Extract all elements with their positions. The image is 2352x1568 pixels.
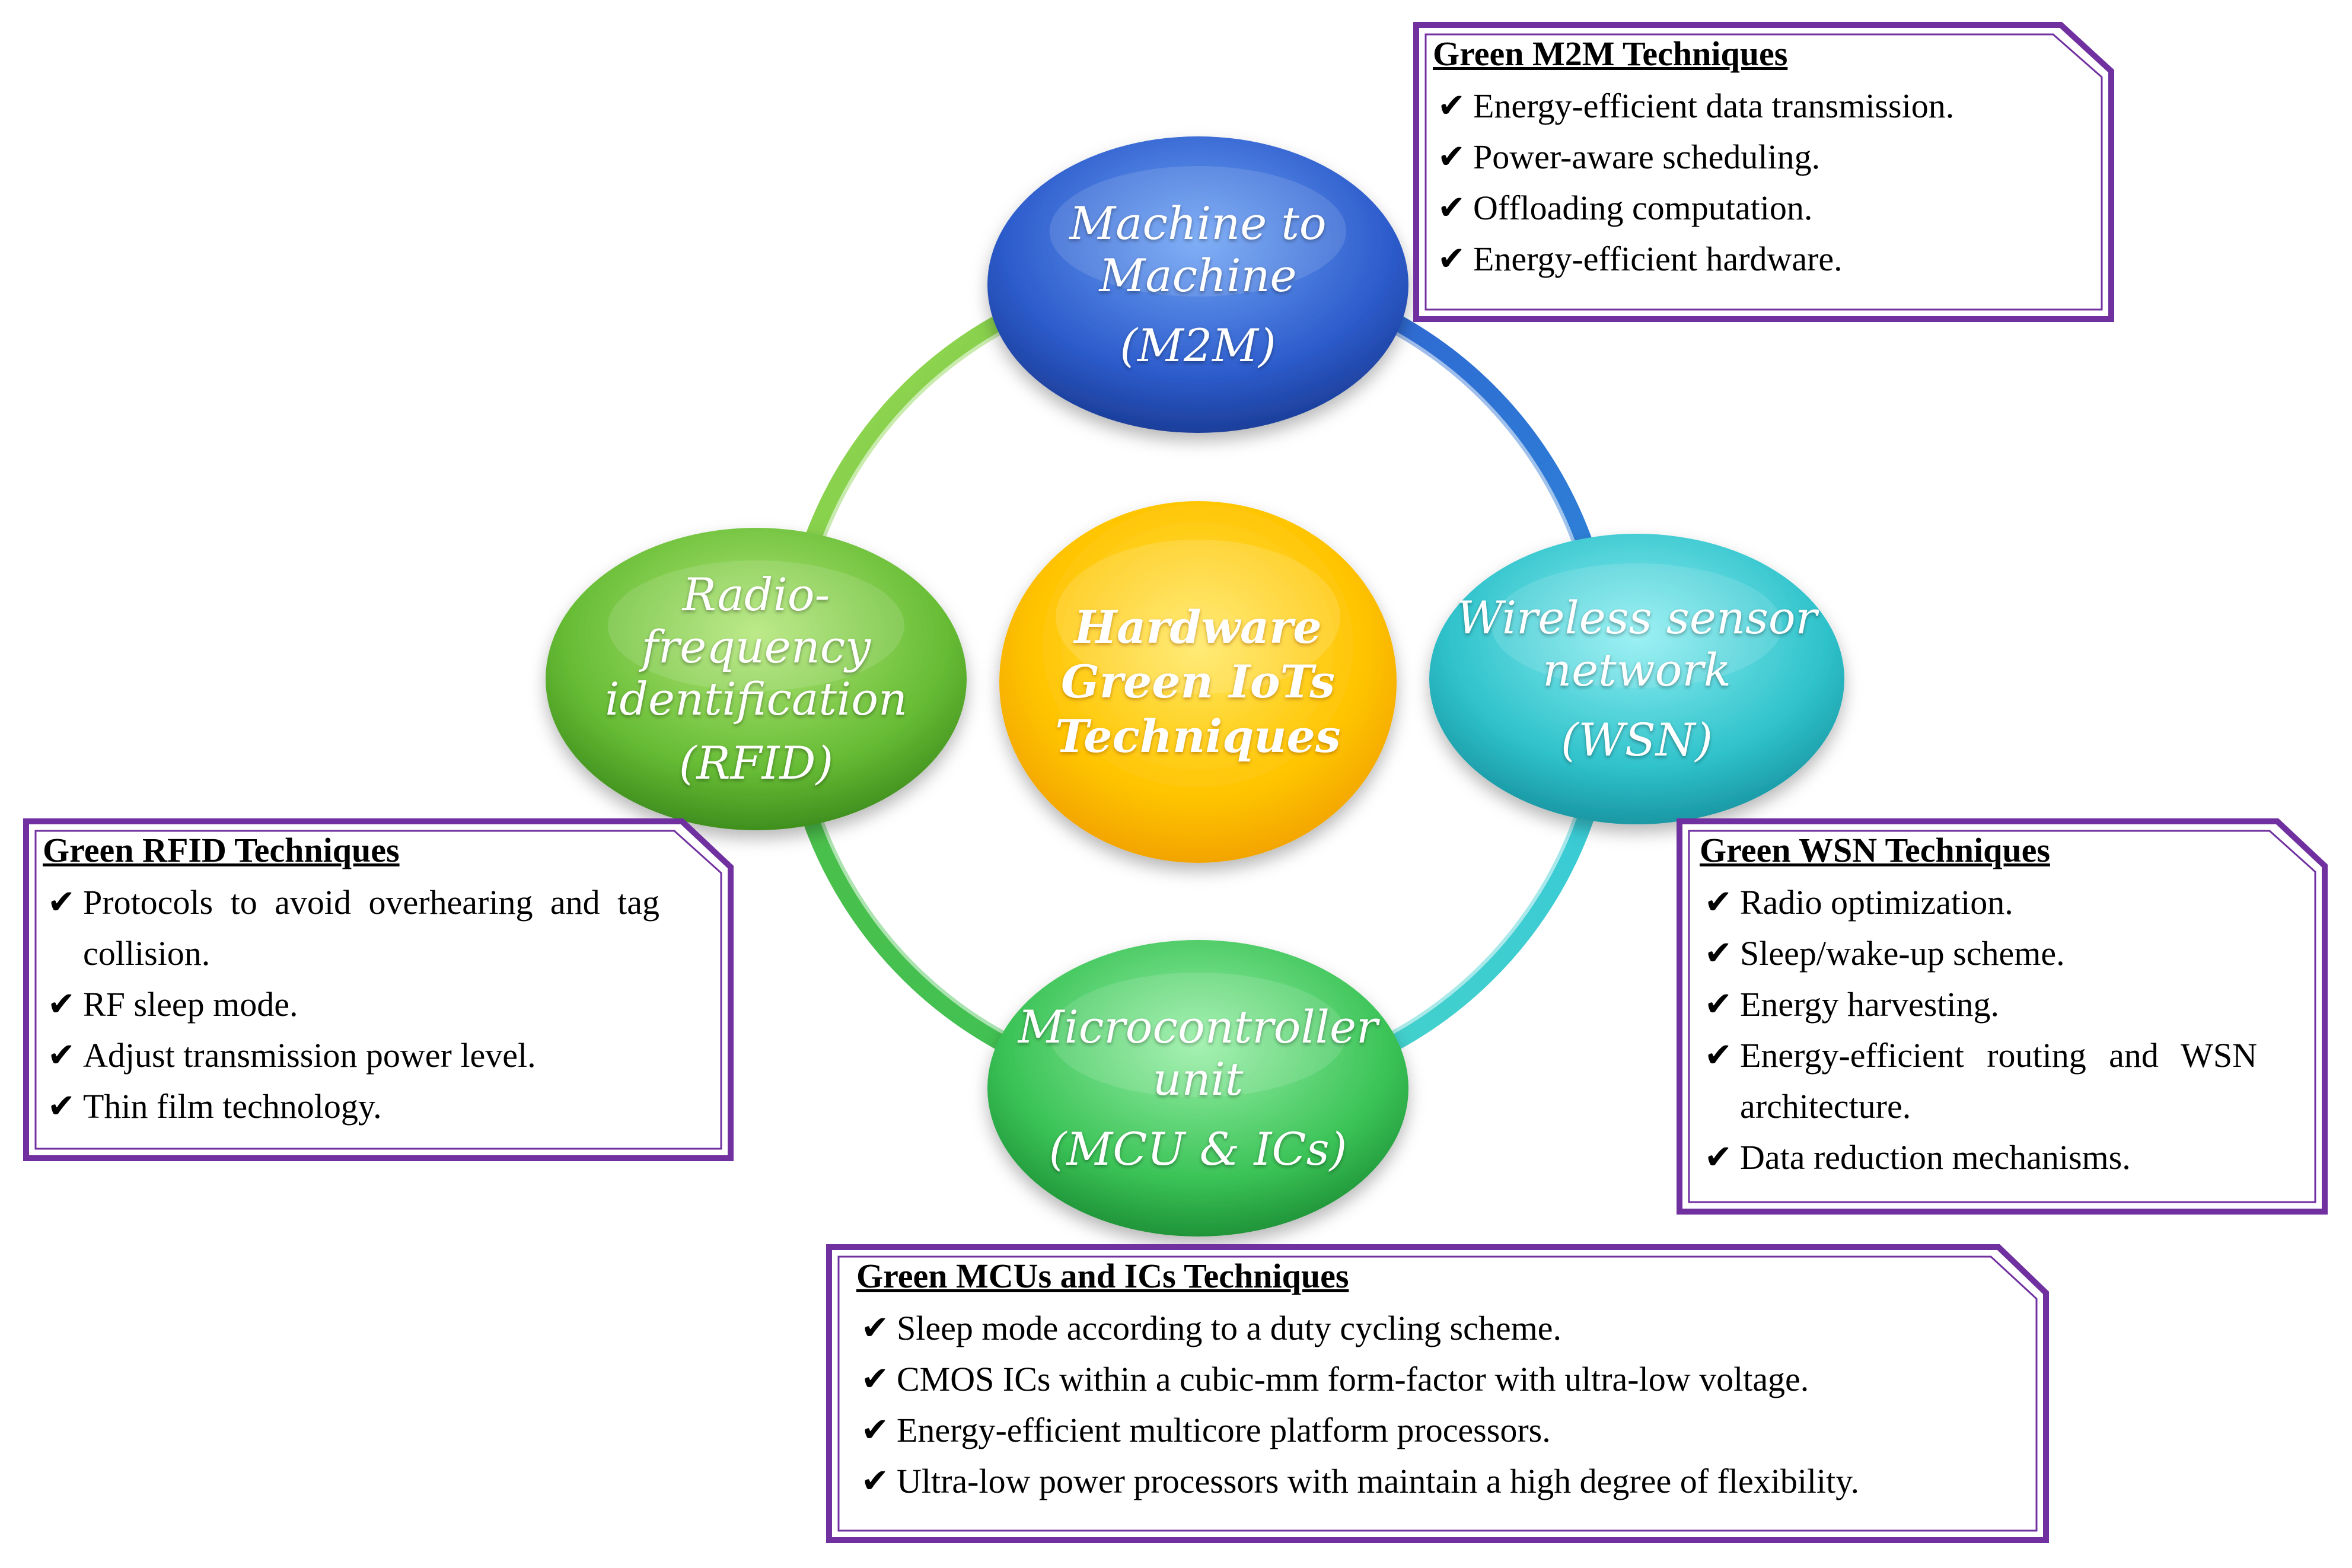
- node-m2m-abbr: (M2M): [1120, 319, 1276, 372]
- checkmark-icon: ✔: [1704, 883, 1732, 922]
- box-m2m: Green M2M Techniques ✔Energy-efficient d…: [1433, 34, 2085, 285]
- box-rfid-list: ✔Protocols to avoid overhearing and tag …: [43, 877, 659, 1132]
- node-rfid-shape: [546, 528, 967, 830]
- box-wsn: Green WSN Techniques ✔Radio optimization…: [1700, 831, 2257, 1183]
- node-mcu-name: Microcontroller unit: [1018, 1000, 1378, 1105]
- list-item: ✔Protocols to avoid overhearing and tag …: [43, 877, 659, 979]
- box-mcu-frame: [826, 1244, 2049, 1543]
- checkmark-icon: ✔: [1704, 934, 1732, 973]
- list-item-text: Energy-efficient hardware.: [1473, 240, 1843, 278]
- node-wsn-abbr: (WSN): [1561, 713, 1713, 766]
- list-item: ✔RF sleep mode.: [43, 979, 659, 1030]
- box-rfid-frame: [23, 818, 734, 1161]
- list-item-text: Ultra-low power processors with maintain…: [897, 1462, 1860, 1500]
- node-wsn-shape: [1429, 534, 1844, 824]
- list-item-text: Energy harvesting.: [1740, 985, 2000, 1024]
- checkmark-icon: ✔: [1704, 985, 1732, 1024]
- box-m2m-title: Green M2M Techniques: [1433, 34, 1788, 73]
- node-rfid-abbr: (RFID): [678, 737, 834, 789]
- list-item: ✔Thin film technology.: [43, 1081, 659, 1132]
- list-item-text: Protocols to avoid overhearing and tag c…: [83, 883, 659, 973]
- box-rfid-title: Green RFID Techniques: [43, 831, 400, 869]
- list-item: ✔CMOS ICs within a cubic-mm form-factor …: [856, 1354, 2001, 1405]
- list-item: ✔Power-aware scheduling.: [1433, 132, 2085, 183]
- list-item: ✔Sleep mode according to a duty cycling …: [856, 1303, 2001, 1354]
- checkmark-icon: ✔: [861, 1411, 889, 1449]
- node-rfid-name: Radio- frequency identification: [605, 568, 907, 725]
- node-m2m-name: Machine to Machine: [1069, 197, 1327, 302]
- list-item: ✔Radio optimization.: [1700, 877, 2257, 928]
- list-item-text: Power-aware scheduling.: [1473, 138, 1821, 176]
- center-node-shape: [999, 501, 1397, 863]
- checkmark-icon: ✔: [1438, 189, 1465, 227]
- list-item: ✔Adjust transmission power level.: [43, 1030, 659, 1081]
- box-wsn-list: ✔Radio optimization.✔Sleep/wake-up schem…: [1700, 877, 2257, 1183]
- checkmark-icon: ✔: [1704, 1138, 1732, 1177]
- box-mcu-list: ✔Sleep mode according to a duty cycling …: [856, 1303, 2001, 1507]
- checkmark-icon: ✔: [47, 1036, 75, 1075]
- checkmark-icon: ✔: [861, 1462, 889, 1500]
- list-item-text: Sleep mode according to a duty cycling s…: [897, 1309, 1561, 1347]
- list-item-text: Energy-efficient routing and WSN archite…: [1740, 1036, 2257, 1126]
- node-m2m-shape: [987, 136, 1408, 433]
- checkmark-icon: ✔: [861, 1309, 889, 1347]
- list-item-text: Energy-efficient data transmission.: [1473, 87, 1955, 125]
- list-item-text: CMOS ICs within a cubic-mm form-factor w…: [897, 1360, 1809, 1398]
- list-item-text: Offloading computation.: [1473, 189, 1813, 227]
- checkmark-icon: ✔: [861, 1360, 889, 1398]
- box-wsn-frame: [1677, 818, 2328, 1215]
- box-mcu-title: Green MCUs and ICs Techniques: [856, 1257, 1349, 1295]
- list-item: ✔Ultra-low power processors with maintai…: [856, 1456, 2001, 1507]
- list-item: ✔Energy-efficient data transmission.: [1433, 81, 2085, 132]
- checkmark-icon: ✔: [1438, 240, 1465, 278]
- box-rfid: Green RFID Techniques ✔Protocols to avoi…: [43, 831, 659, 1132]
- box-m2m-frame: [1413, 22, 2114, 322]
- node-mcu-shape: [987, 940, 1408, 1236]
- node-mcu: Microcontroller unit (MCU & ICs): [1002, 981, 1394, 1195]
- checkmark-icon: ✔: [1704, 1036, 1732, 1075]
- checkmark-icon: ✔: [47, 1087, 75, 1126]
- list-item: ✔Offloading computation.: [1433, 183, 2085, 234]
- center-node-label: Hardware Green IoTs Techniques: [1055, 601, 1341, 763]
- node-m2m: Machine to Machine (M2M): [1002, 178, 1394, 391]
- list-item: ✔Data reduction mechanisms.: [1700, 1132, 2257, 1183]
- node-wsn-name: Wireless sensor network: [1457, 591, 1817, 696]
- checkmark-icon: ✔: [1438, 138, 1465, 176]
- list-item-text: Data reduction mechanisms.: [1740, 1138, 2131, 1177]
- node-wsn: Wireless sensor network (WSN): [1441, 572, 1832, 786]
- list-item-text: RF sleep mode.: [83, 985, 298, 1024]
- list-item-text: Sleep/wake-up scheme.: [1740, 934, 2065, 973]
- checkmark-icon: ✔: [47, 883, 75, 922]
- list-item-text: Energy-efficient multicore platform proc…: [897, 1411, 1551, 1449]
- list-item-text: Adjust transmission power level.: [83, 1036, 536, 1075]
- list-item-text: Radio optimization.: [1740, 883, 2013, 922]
- list-item: ✔Energy harvesting.: [1700, 979, 2257, 1030]
- box-mcu: Green MCUs and ICs Techniques ✔Sleep mod…: [856, 1257, 2001, 1507]
- list-item: ✔Sleep/wake-up scheme.: [1700, 928, 2257, 979]
- list-item: ✔Energy-efficient hardware.: [1433, 234, 2085, 285]
- box-m2m-list: ✔Energy-efficient data transmission.✔Pow…: [1433, 81, 2085, 285]
- node-rfid: Radio- frequency identification (RFID): [560, 554, 952, 804]
- box-wsn-title: Green WSN Techniques: [1700, 831, 2050, 869]
- checkmark-icon: ✔: [47, 985, 75, 1024]
- list-item: ✔Energy-efficient routing and WSN archit…: [1700, 1030, 2257, 1132]
- checkmark-icon: ✔: [1438, 87, 1465, 125]
- list-item: ✔Energy-efficient multicore platform pro…: [856, 1405, 2001, 1456]
- node-mcu-abbr: (MCU & ICs): [1048, 1123, 1347, 1175]
- list-item-text: Thin film technology.: [83, 1087, 382, 1126]
